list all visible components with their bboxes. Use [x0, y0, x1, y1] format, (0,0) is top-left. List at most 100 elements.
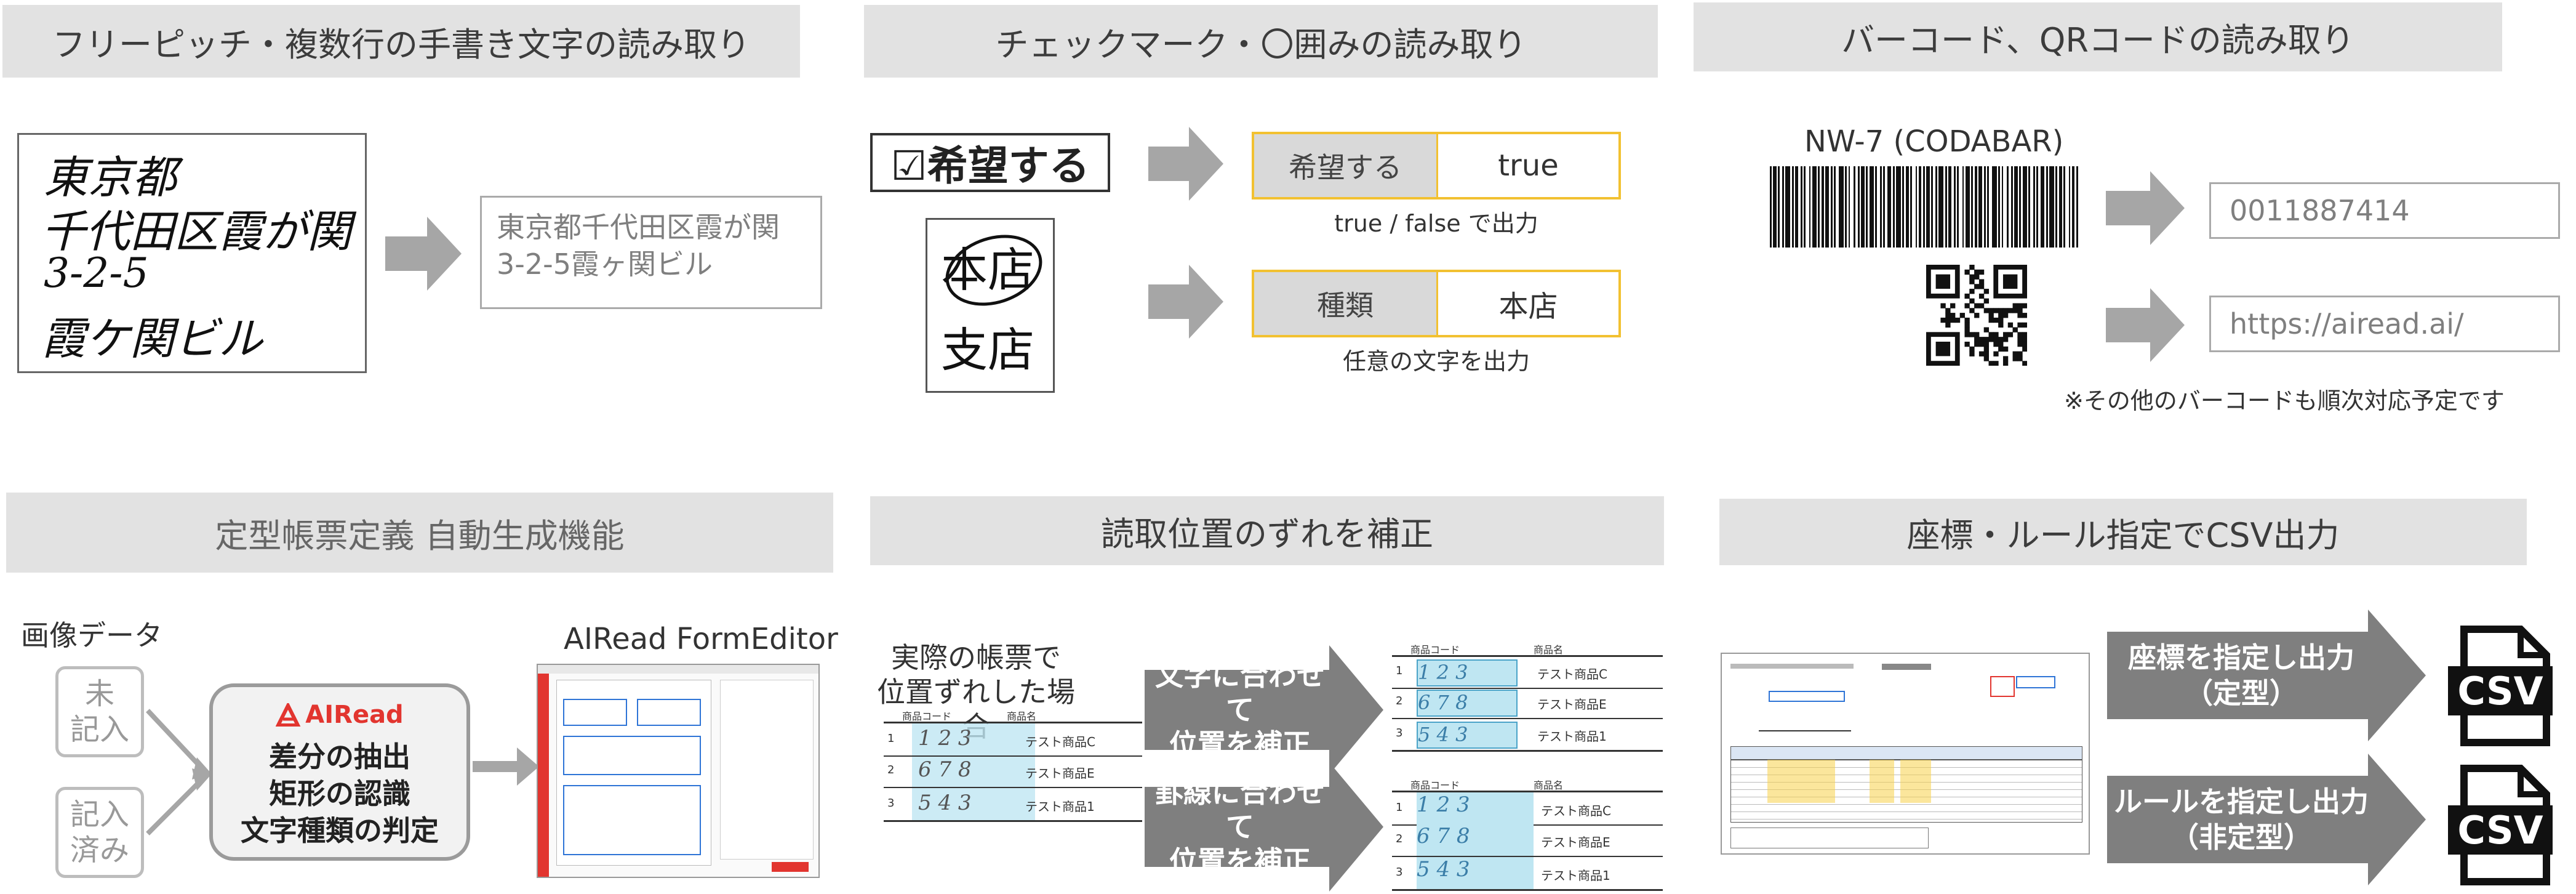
qr-module [1964, 341, 1970, 347]
qr-module [1964, 332, 1970, 337]
form-editor-screenshot [537, 664, 820, 878]
editor-sidebar [538, 674, 549, 877]
qr-module [1998, 322, 2004, 328]
csv-label: CSV [2448, 666, 2553, 715]
barcode-bar [1975, 166, 1977, 248]
qr-code-icon [1926, 265, 2027, 366]
barcode-icon [1770, 166, 2078, 248]
qr-module [1940, 317, 1946, 323]
blank-form-label: 未 記入 [70, 677, 129, 747]
highlight-column [912, 723, 1035, 821]
qr-module [1950, 317, 1956, 323]
qr-module [2022, 313, 2027, 318]
qr-module [1945, 313, 1951, 318]
barcode-bar [2028, 166, 2030, 248]
arrow-right-icon [1148, 127, 1223, 201]
barcode-bar [2033, 166, 2035, 248]
barcode-output-2: https://airead.ai/ [2209, 296, 2560, 352]
arrow-right-icon [385, 217, 462, 291]
barcode-bar [1782, 166, 1784, 248]
table-row: 1 1 2 3 テスト商品C [884, 722, 1142, 757]
barcode-bar [1954, 166, 1956, 248]
row-code: 6 7 8 [1417, 824, 1534, 856]
qr-module [1969, 346, 1975, 352]
qr-module [2012, 303, 2018, 308]
qr-module [1998, 308, 2004, 313]
qr-module [2002, 356, 2009, 361]
header-formdef: 定型帳票定義 自動生成機能 [6, 493, 833, 573]
barcode-bar [2063, 166, 2065, 248]
qr-module [1969, 279, 1975, 284]
row-name: テスト商品E [1537, 697, 1607, 712]
qr-module [1998, 337, 2004, 342]
row-name: テスト商品C [1541, 803, 1611, 818]
table-row: 3 5 4 3 テスト商品1 [884, 788, 1142, 822]
row-code: 6 7 8 [1417, 690, 1518, 717]
row-number: 2 [1396, 832, 1403, 845]
barcode-bar [1926, 166, 1930, 248]
barcode-bar [1809, 166, 1810, 248]
barcode-bar [1822, 166, 1824, 248]
invoice-title-bar [1882, 664, 1931, 670]
barcode-bar [2049, 166, 2054, 248]
row-code: 1 2 3 [1417, 659, 1518, 687]
qr-module [1945, 322, 1951, 328]
editor-form-preview [556, 680, 711, 866]
row-number: 2 [887, 763, 895, 776]
arrow-text-line: 罫線に合わせて [1155, 776, 1325, 844]
table-row: 2 6 7 8 テスト商品E [1392, 687, 1663, 719]
row-number: 2 [1396, 695, 1403, 707]
barcode-bar [2069, 166, 2070, 248]
big-arrow-icon [1145, 762, 1383, 892]
qr-module [2002, 274, 2018, 289]
qr-module [1969, 351, 1975, 356]
qr-module [1964, 293, 1970, 299]
barcode-bar [1971, 166, 1973, 248]
result-key: 希望する [1254, 134, 1438, 197]
corrected-table-2: 商品コード 商品名 1 1 2 3 テスト商品C 2 6 7 8 テスト商品E … [1392, 777, 1663, 892]
barcode-bar [1870, 166, 1874, 248]
csv-file-icon: CSV [2448, 626, 2553, 746]
qr-module [2017, 351, 2023, 356]
arrow-text-line: 座標を指定し出力 [2128, 641, 2354, 674]
table-header-name: 商品名 [1534, 644, 1564, 656]
qr-module [1974, 274, 1980, 280]
barcode-bar [1839, 166, 1844, 248]
editor-field-list [720, 680, 814, 860]
barcode-note: ※その他のバーコードも順次対応予定です [2064, 387, 2505, 414]
circle-mark-icon [945, 235, 1042, 306]
merge-arrows-icon [146, 709, 212, 836]
barcode-bar [1866, 166, 1868, 248]
qr-module [1969, 308, 1975, 313]
checkbox-sample: ☑希望する [870, 133, 1110, 192]
barcode-bar [1896, 166, 1901, 248]
result-caption-1: true / false で出力 [1334, 209, 1538, 237]
editor-titlebar [538, 665, 818, 674]
barcode-type-label: NW-7 (CODABAR) [1804, 124, 2064, 159]
qr-module [1988, 337, 1994, 342]
barcode-bar [1785, 166, 1790, 248]
arrow-text-line: （非定型） [2170, 821, 2312, 854]
correction-arrow-text: 罫線に合わせて 位置を補正 [1145, 776, 1335, 878]
barcode-bar [1875, 166, 1877, 248]
qr-module [2012, 327, 2018, 332]
barcode-bar [1984, 166, 1986, 248]
handwriting-line: 霞ケ関ビル [41, 313, 263, 364]
barcode-bar [1831, 166, 1833, 248]
barcode-bar [1858, 166, 1860, 248]
result-value: 本店 [1498, 289, 1558, 324]
row-name: テスト商品E [1025, 766, 1095, 781]
barcode-bar [1962, 166, 1964, 248]
barcode-bar [2055, 166, 2057, 248]
arrow-right-icon [2106, 171, 2185, 245]
invoice-highlight-col [1767, 760, 1835, 803]
table-header-code: 商品コード [1410, 644, 1460, 656]
qr-module [1974, 303, 1980, 308]
filled-form-box: 記入 済み [55, 787, 144, 878]
handwriting-line: 東京都 [44, 151, 177, 203]
qr-module [1988, 361, 1994, 366]
row-code: 1 2 3 [1417, 792, 1534, 824]
table-row: 2 6 7 8 テスト商品E [1392, 824, 1663, 857]
qr-module [2022, 303, 2027, 308]
arrow-text-line: 位置を補正 [1169, 845, 1311, 878]
